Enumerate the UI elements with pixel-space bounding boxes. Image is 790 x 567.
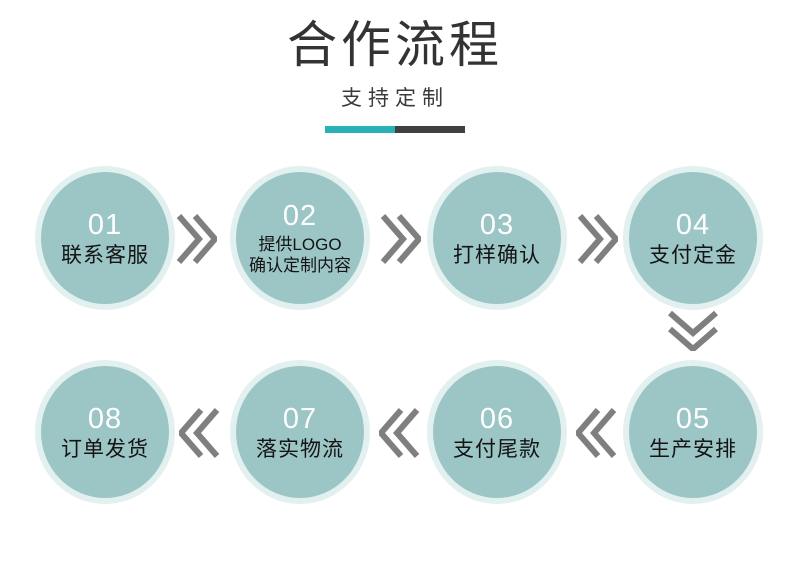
process-step-03[interactable]: 03 打样确认: [427, 166, 567, 310]
step-label-line2: 确认定制内容: [249, 256, 351, 275]
step-number: 06: [479, 402, 515, 435]
chevron-right-icon: [379, 212, 421, 266]
page-title: 合作流程: [287, 17, 503, 73]
chevron-left-icon: [179, 406, 221, 460]
process-step-01[interactable]: 01 联系客服: [35, 166, 175, 310]
step-disc: [629, 172, 757, 304]
step-content: 02 提供LOGO 确认定制内容: [230, 166, 370, 310]
process-step-04[interactable]: 04 支付定金: [623, 166, 763, 310]
step-disc: [41, 366, 169, 498]
process-step-08[interactable]: 08 订单发货: [35, 360, 175, 504]
step-number: 03: [479, 208, 515, 241]
divider-accent-segment: [325, 126, 395, 133]
step-disc: [236, 366, 364, 498]
step-disc: [629, 366, 757, 498]
step-number: 02: [282, 200, 318, 232]
step-content: 01 联系客服: [35, 166, 175, 310]
divider-dark-segment: [395, 126, 465, 133]
chevron-left-icon: [576, 406, 618, 460]
process-step-02[interactable]: 02 提供LOGO 确认定制内容: [230, 166, 370, 310]
step-number: 08: [87, 402, 123, 435]
step-number: 05: [675, 402, 711, 435]
step-label: 订单发货: [61, 437, 149, 461]
step-content: 06 支付尾款: [427, 360, 567, 504]
step-label: 联系客服: [61, 243, 149, 267]
chevron-right-icon: [576, 212, 618, 266]
step-label: 生产安排: [649, 437, 737, 461]
divider: [325, 126, 465, 133]
step-content: 03 打样确认: [427, 166, 567, 310]
process-step-05[interactable]: 05 生产安排: [623, 360, 763, 504]
step-label: 落实物流: [256, 437, 344, 461]
step-number: 04: [675, 208, 711, 241]
step-content: 04 支付定金: [623, 166, 763, 310]
page-subtitle: 支持定制: [341, 87, 449, 110]
chevron-right-icon: [175, 212, 217, 266]
step-label: 支付尾款: [453, 437, 541, 461]
process-step-07[interactable]: 07 落实物流: [230, 360, 370, 504]
step-label: 打样确认: [453, 243, 541, 267]
step-disc: [41, 172, 169, 304]
header: 合作流程 支持定制: [0, 0, 790, 133]
step-label: 支付定金: [649, 243, 737, 267]
process-step-06[interactable]: 06 支付尾款: [427, 360, 567, 504]
step-disc: [236, 172, 364, 304]
step-number: 07: [282, 402, 318, 435]
chevron-left-icon: [379, 406, 421, 460]
step-content: 08 订单发货: [35, 360, 175, 504]
step-label: 提供LOGO: [258, 235, 342, 254]
step-content: 05 生产安排: [623, 360, 763, 504]
step-disc: [433, 366, 561, 498]
step-number: 01: [87, 208, 123, 241]
chevron-down-icon: [666, 309, 720, 351]
step-disc: [433, 172, 561, 304]
step-content: 07 落实物流: [230, 360, 370, 504]
